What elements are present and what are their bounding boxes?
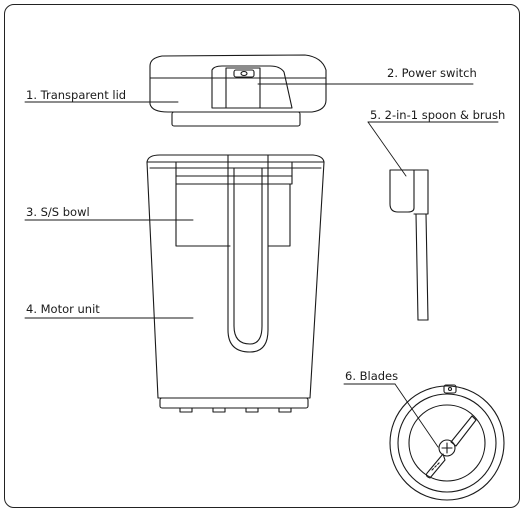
bowl-drawing [175, 161, 293, 247]
motor-unit-label: 4. Motor unit [26, 302, 100, 316]
bowl-label: 3. S/S bowl [26, 205, 90, 219]
blades-label: 6. Blades [345, 369, 399, 383]
motor-unit-drawing [146, 154, 325, 413]
lid-label: 1. Transparent lid [26, 88, 127, 102]
leader-lines [24, 83, 499, 448]
power-switch-drawing [211, 65, 293, 109]
lid-drawing [149, 54, 327, 127]
power-switch-label: 2. Power switch [387, 66, 477, 80]
spoon-brush-label: 5. 2-in-1 spoon & brush [370, 108, 506, 122]
blade-assembly-drawing [389, 384, 505, 501]
diagram-frame [4, 4, 520, 508]
spoon-brush-drawing [389, 169, 429, 321]
